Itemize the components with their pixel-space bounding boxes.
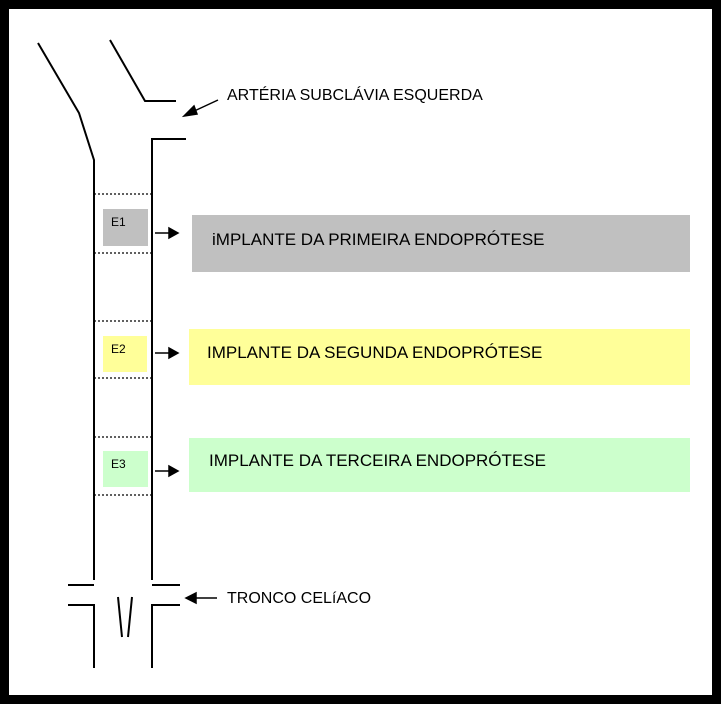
stent-tag-e1: E1 (103, 209, 148, 246)
subclavian-arrow (181, 104, 199, 118)
celiac-region (68, 584, 180, 668)
aorta-wall-left (37, 42, 95, 580)
stent-description-e1: iMPLANTE DA PRIMEIRA ENDOPRÓTESE (212, 230, 545, 249)
stent-tag-e3: E3 (103, 451, 148, 487)
celiac-arrow (184, 591, 197, 605)
stent-description-e2: IMPLANTE DA SEGUNDA ENDOPRÓTESE (207, 343, 543, 362)
celiac-label: TRONCO CELíACO (227, 590, 372, 607)
subclavian-branch (109, 39, 186, 580)
stent-boundaries (94, 193, 152, 496)
stent-box-e1: iMPLANTE DA PRIMEIRA ENDOPRÓTESE (192, 215, 690, 272)
subclavian-label: ARTÉRIA SUBCLÁVIA ESQUERDA (227, 87, 483, 104)
e1-arrow (168, 226, 180, 240)
stent-box-e2: IMPLANTE DA SEGUNDA ENDOPRÓTESE (189, 329, 690, 385)
arrows (155, 99, 219, 605)
stent-box-e3: IMPLANTE DA TERCEIRA ENDOPRÓTESE (189, 438, 690, 492)
stent-tag-e2: E2 (103, 336, 147, 372)
e3-arrow (168, 464, 180, 478)
e2-arrow (168, 346, 180, 360)
stent-description-e3: IMPLANTE DA TERCEIRA ENDOPRÓTESE (209, 451, 546, 470)
